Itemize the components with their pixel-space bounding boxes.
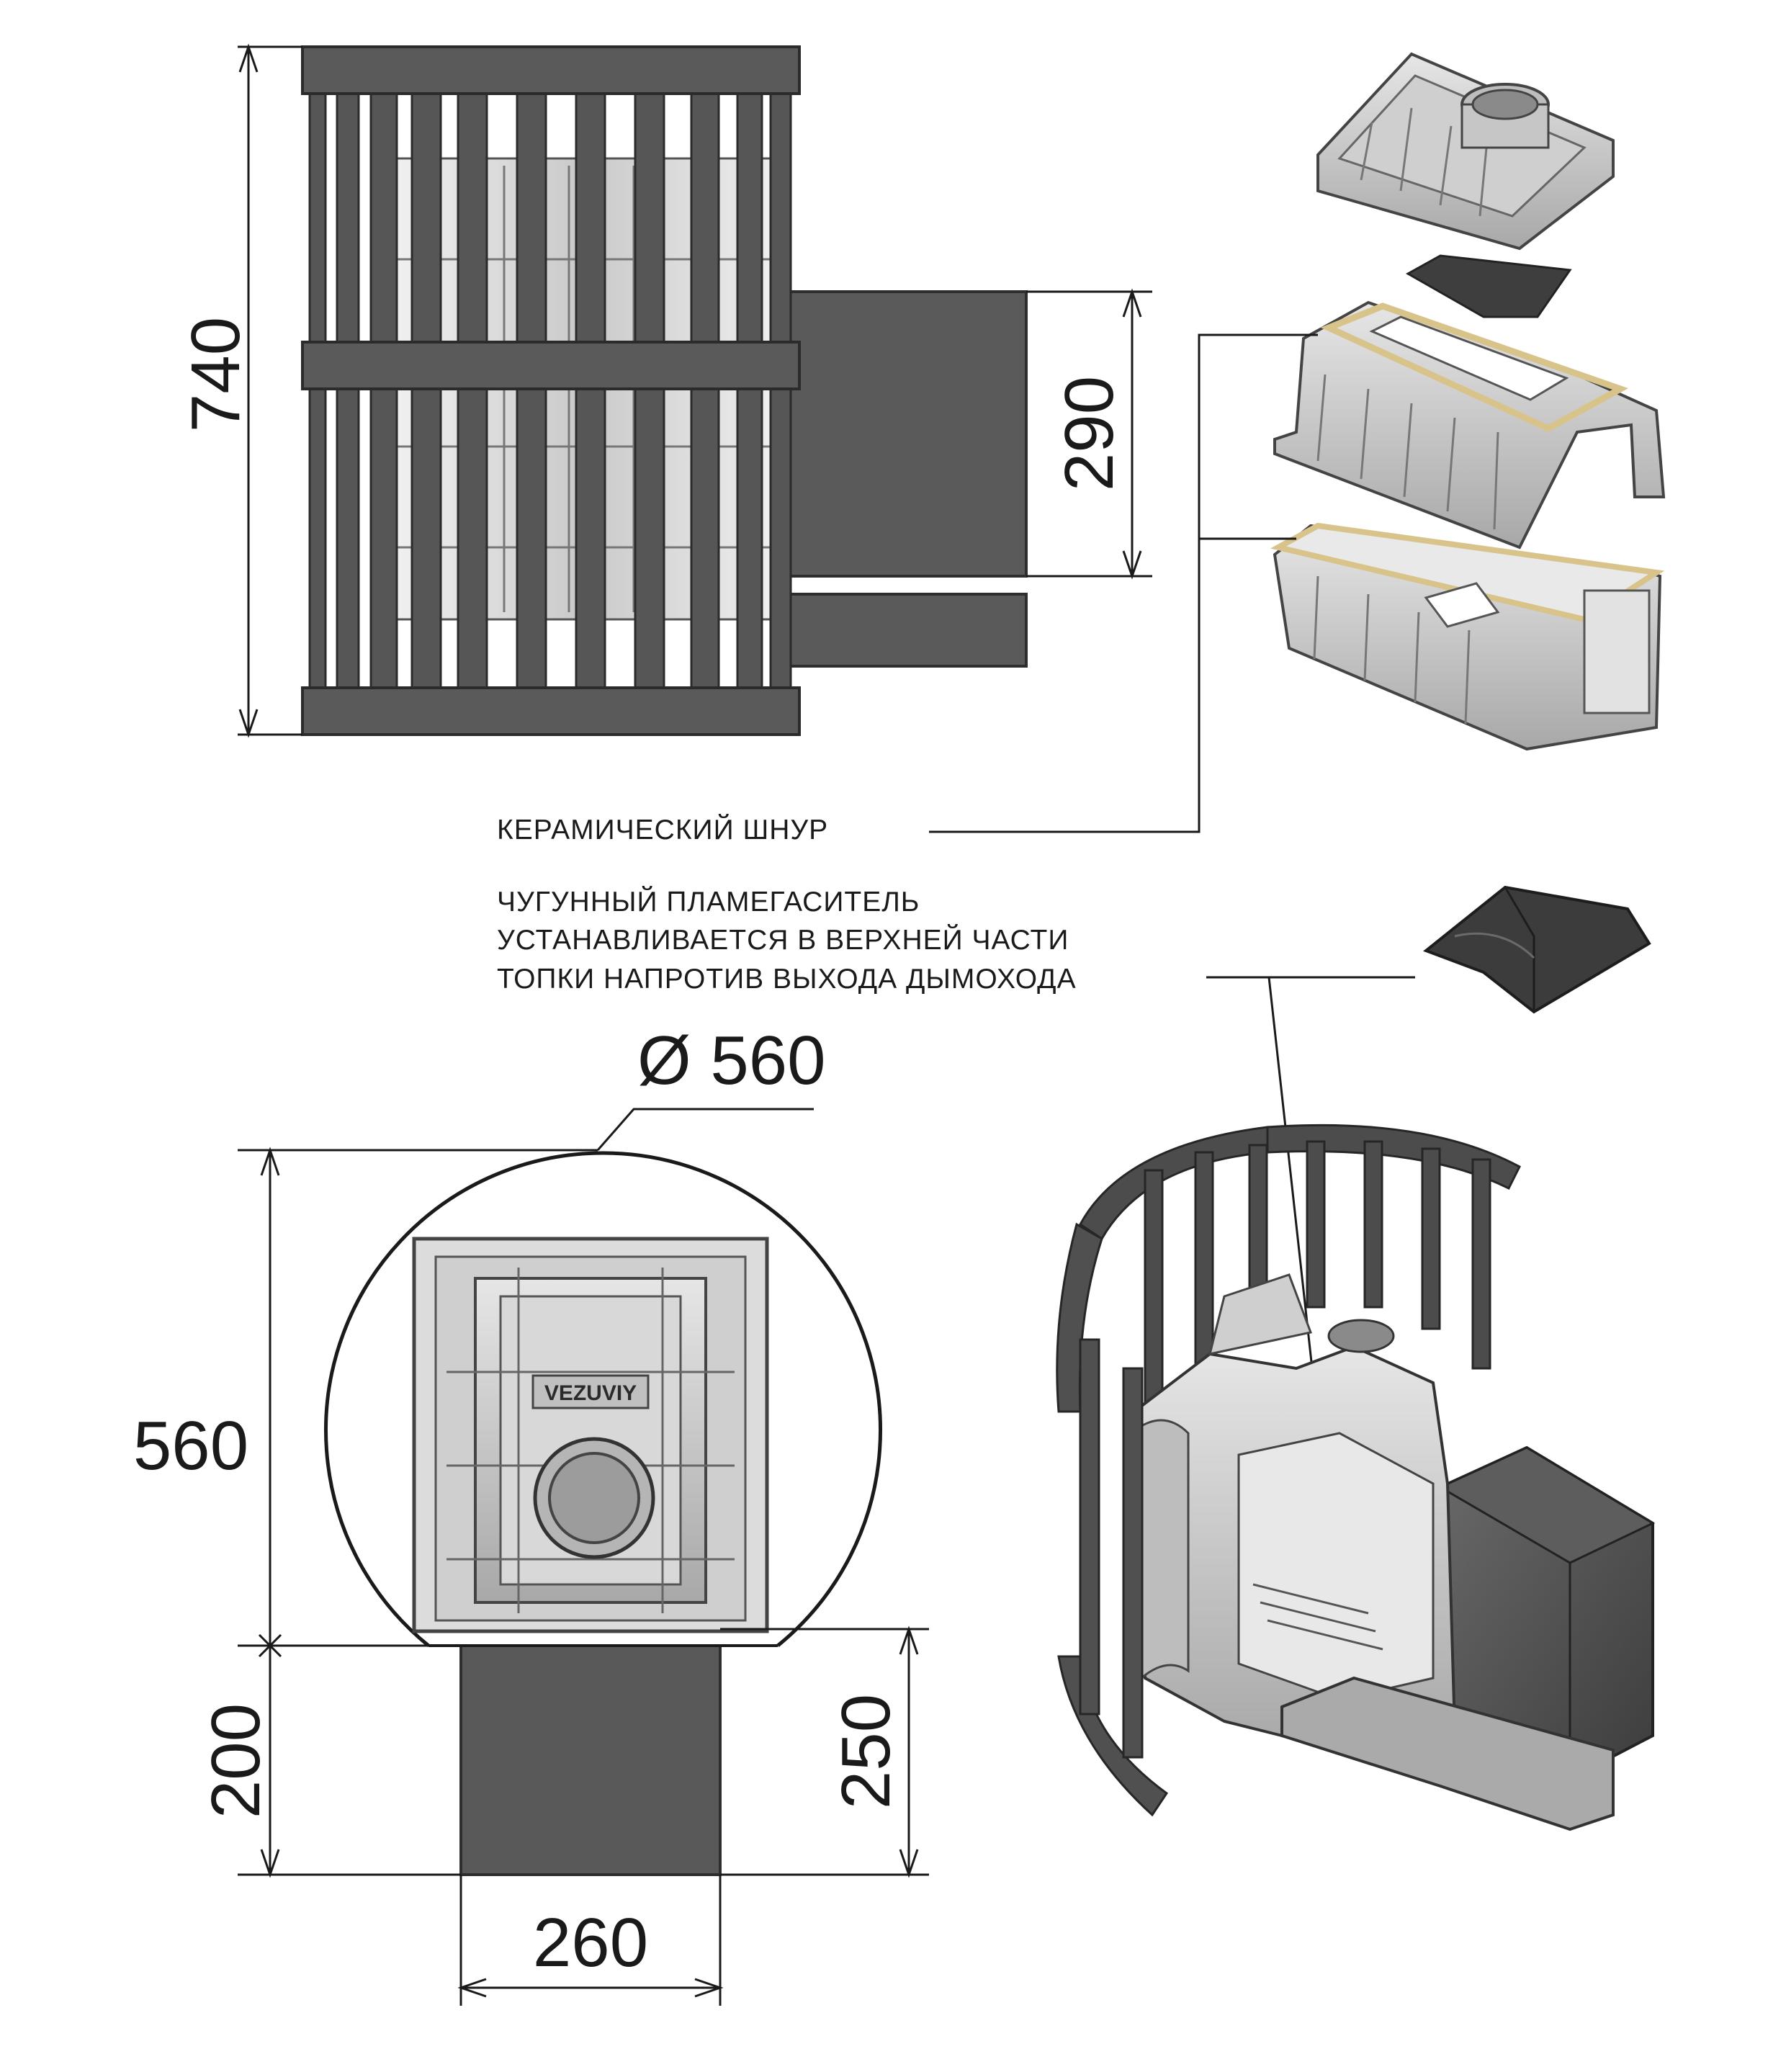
grill-band-top [301,45,801,95]
door-logo-plate [531,1374,650,1409]
grill-bars [308,81,792,718]
dim-line-290 [1026,288,1152,580]
callout-flame-arrester: ЧУГУННЫЙ ПЛАМЕГАСИТЕЛЬ УСТАНАВЛИВАЕТСЯ В… [497,885,1077,995]
flame-arrester-part [1423,885,1651,1014]
chimney-box-lower [787,593,1028,668]
dim-label-560: 560 [133,1407,248,1484]
door-logo: VEZUVIY [544,1381,637,1405]
cutaway-firebox [1132,1273,1457,1752]
callout-flame-arrester-line3: ТОПКИ НАПРОТИВ ВЫХОДА ДЫМОХОДА [497,964,1077,995]
dim-label-740: 740 [177,317,254,432]
firebox-upper-section [1273,300,1666,550]
callout-ceramic-cord: КЕРАМИЧЕСКИЙ ШНУР [497,813,828,846]
cutaway-grill-back [1079,1124,1521,1409]
chimney-box-side [787,290,1028,578]
callout-flame-arrester-line1: ЧУГУННЫЙ ПЛАМЕГАСИТЕЛЬ [497,885,920,918]
plan-view: VEZUVIY [324,1151,882,1876]
dim-label-200: 200 [197,1703,274,1818]
leader-diameter [596,1108,814,1151]
flame-arrester-plate-top [1405,254,1572,318]
grill-band-bottom [301,686,801,736]
front-elevation-view: 740 290 [177,43,1152,738]
cutaway-chimney-box [1437,1445,1656,1781]
dim-label-290: 290 [1051,376,1128,491]
cutaway-grill-front [1056,1222,1169,1817]
dim-label-diameter: Ø 560 [637,1022,826,1099]
grill-band-middle [301,341,801,390]
dim-line-260 [457,1875,724,2006]
firebox-lower-section [1270,522,1665,751]
dim-label-260: 260 [533,1904,648,1981]
leader-ceramic-cord [929,333,1318,833]
plan-chimney-box [459,1644,722,1876]
callout-flame-arrester-line2: УСТАНАВЛИВАЕТСЯ В ВЕРХНЕЙ ЧАСТИ [497,923,1069,956]
dim-line-250 [720,1625,929,1878]
cutaway-3d-view [1056,1124,1656,1831]
firebox-lid [1316,52,1615,251]
leader-flame-arrester [1206,976,1415,1369]
dim-line-200 [238,1646,461,1878]
dim-line-560 [238,1147,598,1658]
exploded-firebox-view [929,52,1666,833]
dim-line-740 [238,43,302,738]
dim-label-250: 250 [827,1694,905,1809]
plan-grill-circle [324,1151,882,1647]
cutaway-ash-channel [1280,1676,1615,1831]
